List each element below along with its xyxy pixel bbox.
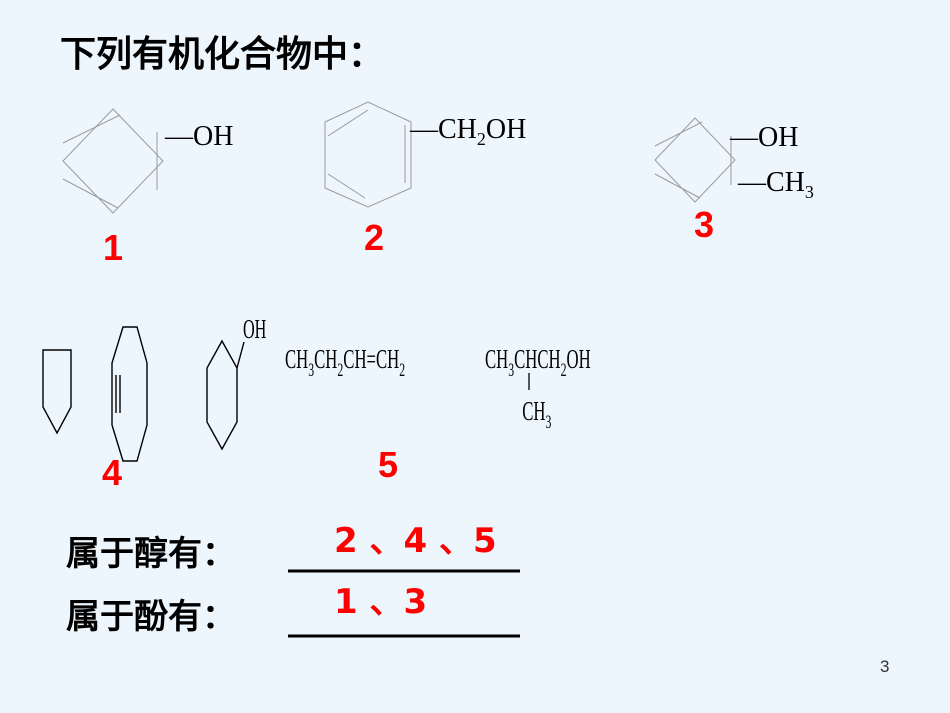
svg-text:CH3: CH3 (522, 396, 551, 433)
compound-3-group-oh: —OH (729, 122, 798, 153)
slide-title: 下列有机化合物中： (60, 34, 384, 75)
compound-2-label: 2 (364, 217, 384, 258)
answer-phenol: 1 、3 (334, 582, 427, 622)
compound-3-group-ch3: —CH3 (737, 167, 814, 202)
page-number: 3 (880, 657, 889, 676)
compound-3-label: 3 (694, 204, 714, 245)
compound-3-structure: —OH —CH3 (654, 117, 814, 203)
compound-1-group: —OH (164, 121, 233, 152)
question-alcohol-prompt: 属于醇有： (66, 534, 236, 574)
compound-4-label: 4 (102, 452, 122, 493)
answer-alcohol: 2 、4 、5 (334, 521, 497, 561)
svg-text:CH3CHCH2OH: CH3CHCH2OH (485, 344, 591, 381)
compound-2-group: —CH2OH (409, 114, 526, 149)
compound-5-label: 5 (378, 444, 398, 485)
compound-5-formula-2: CH3CHCH2OH CH3 (485, 344, 591, 433)
compound-2-structure: —CH2OH (324, 101, 526, 208)
compound-4-oh: OH (243, 314, 266, 344)
compound-4-structures: OH (42, 314, 266, 462)
question-phenol-prompt: 属于酚有： (66, 597, 236, 637)
compound-1-label: 1 (103, 227, 123, 268)
compound-5-formula-1: CH3CH2CH=CH2 (285, 344, 405, 381)
svg-text:CH3CH2CH=CH2: CH3CH2CH=CH2 (285, 344, 405, 381)
compound-1-structure: —OH (62, 108, 233, 214)
